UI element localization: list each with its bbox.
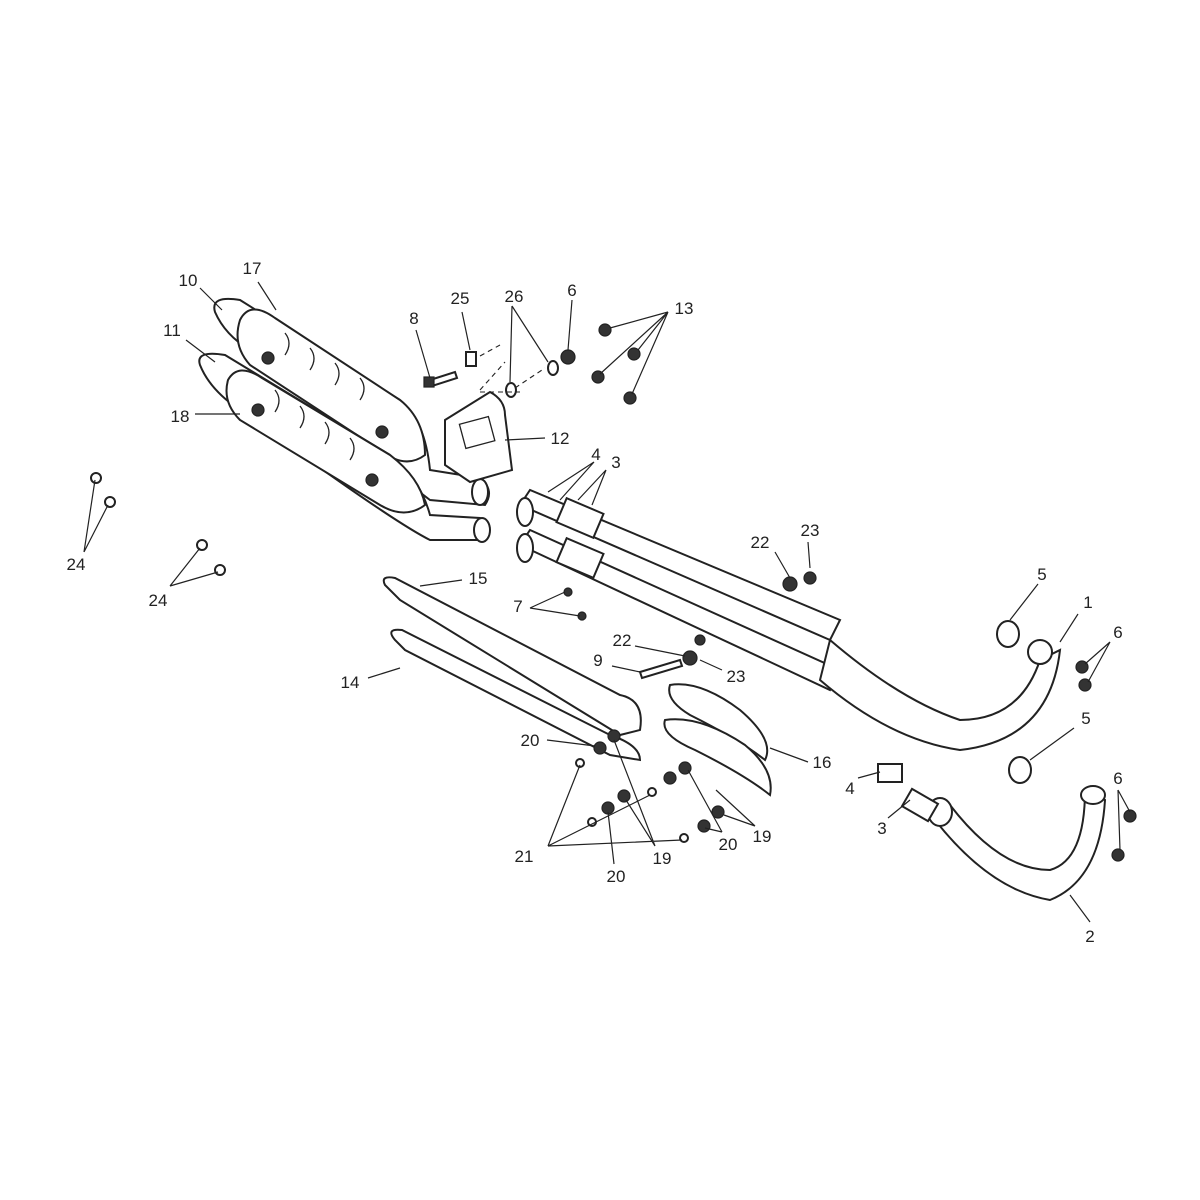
callout-6: 6 xyxy=(567,281,576,300)
callout-24: 24 xyxy=(149,591,168,610)
callout-23: 23 xyxy=(727,667,746,686)
callout-19: 19 xyxy=(653,849,672,868)
callout-19: 19 xyxy=(753,827,772,846)
link-pipes xyxy=(516,488,842,692)
callout-3: 3 xyxy=(611,453,620,472)
callout-2: 2 xyxy=(1085,927,1094,946)
callout-22: 22 xyxy=(751,533,770,552)
header-pipes xyxy=(818,638,1107,902)
callout-21: 21 xyxy=(515,847,534,866)
lower-silencer xyxy=(198,352,491,543)
callout-18: 18 xyxy=(171,407,190,426)
callout-20: 20 xyxy=(521,731,540,750)
callout-12: 12 xyxy=(551,429,570,448)
callout-10: 10 xyxy=(179,271,198,290)
callout-4: 4 xyxy=(845,779,854,798)
callout-6: 6 xyxy=(1113,623,1122,642)
callout-26: 26 xyxy=(505,287,524,306)
leader-lines xyxy=(83,281,1131,923)
callout-14: 14 xyxy=(341,673,360,692)
mounting-bracket xyxy=(444,390,514,484)
callout-17: 17 xyxy=(243,259,262,278)
callout-22: 22 xyxy=(613,631,632,650)
heat-shields xyxy=(382,576,772,843)
callout-15: 15 xyxy=(469,569,488,588)
callout-23: 23 xyxy=(801,521,820,540)
callout-25: 25 xyxy=(451,289,470,308)
fasteners-top xyxy=(423,323,641,405)
callout-5: 5 xyxy=(1081,709,1090,728)
gasket-lower xyxy=(1008,756,1032,784)
callout-24: 24 xyxy=(67,555,86,574)
callout-20: 20 xyxy=(719,835,738,854)
callout-7: 7 xyxy=(513,597,522,616)
gasket-upper xyxy=(996,620,1020,648)
callout-4: 4 xyxy=(591,445,600,464)
callout-13: 13 xyxy=(675,299,694,318)
callout-9: 9 xyxy=(593,651,602,670)
callout-20: 20 xyxy=(607,867,626,886)
callout-8: 8 xyxy=(409,309,418,328)
callout-1: 1 xyxy=(1083,593,1092,612)
upper-silencer xyxy=(213,297,490,507)
callout-6: 6 xyxy=(1113,769,1122,788)
callout-11: 11 xyxy=(163,321,181,340)
callout-5: 5 xyxy=(1037,565,1046,584)
callout-16: 16 xyxy=(813,753,832,772)
callout-labels: 10 17 11 18 8 25 26 6 13 12 4 3 22 23 24… xyxy=(67,259,1123,946)
callout-3: 3 xyxy=(877,819,886,838)
